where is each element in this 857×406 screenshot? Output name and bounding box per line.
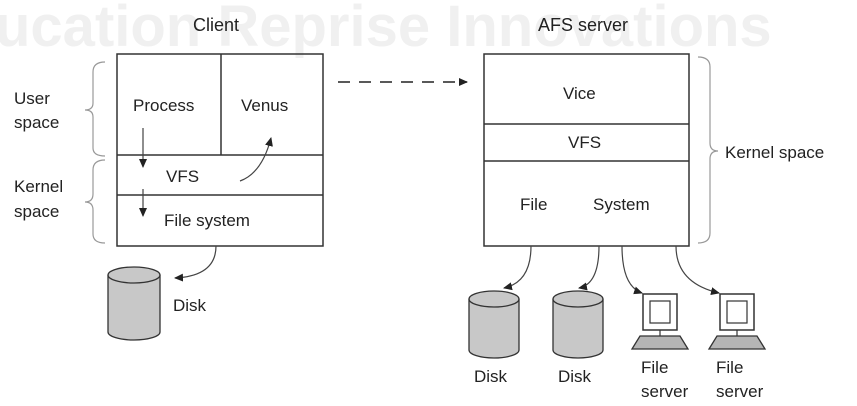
kernel-space-label-1: Kernel [14, 177, 63, 196]
file-server-1-label-line2: server [641, 382, 689, 401]
vice-label: Vice [563, 84, 596, 103]
client-vfs-label: VFS [166, 167, 199, 186]
kernel-space-brace [84, 159, 106, 244]
client-disk-arrow [174, 245, 217, 282]
watermark-text: ucation Reprise Innovations [0, 0, 772, 59]
user-space-label-1: User [14, 89, 50, 108]
file-server-1-label-line1: File [641, 358, 668, 377]
file-server-2-label-line2: server [716, 382, 764, 401]
client-disk-label: Disk [173, 296, 207, 315]
server-disk-2-icon [552, 290, 604, 359]
venus-label: Venus [241, 96, 288, 115]
server-fileserver2-arrow [675, 245, 720, 296]
process-label: Process [133, 96, 194, 115]
server-disk-1-label: Disk [474, 367, 508, 386]
file-system-label: File system [164, 211, 250, 230]
server-title: AFS server [538, 15, 628, 35]
kernel-space-label-2: space [14, 202, 59, 221]
server-system-label: System [593, 195, 650, 214]
file-server-2-label-line1: File [716, 358, 743, 377]
server-box [483, 53, 690, 247]
server-file-label: File [520, 195, 547, 214]
client-disk-icon [107, 266, 161, 341]
kernel-space-right-brace [697, 56, 719, 244]
server-vfs-label: VFS [568, 133, 601, 152]
client-title: Client [193, 15, 239, 35]
server-fileserver1-arrow [621, 245, 643, 295]
server-disk2-arrow [578, 245, 600, 291]
server-disk-2-label: Disk [558, 367, 592, 386]
server-disk-1-icon [468, 290, 520, 359]
vfs-to-venus-arrow [239, 137, 273, 182]
user-space-brace [84, 61, 106, 157]
server-disk1-arrow [503, 245, 532, 291]
file-server-2-icon [707, 293, 767, 350]
user-space-label-2: space [14, 113, 59, 132]
client-box [116, 53, 324, 247]
file-server-1-icon [630, 293, 690, 350]
server-kernel-space-label: Kernel space [725, 143, 824, 162]
